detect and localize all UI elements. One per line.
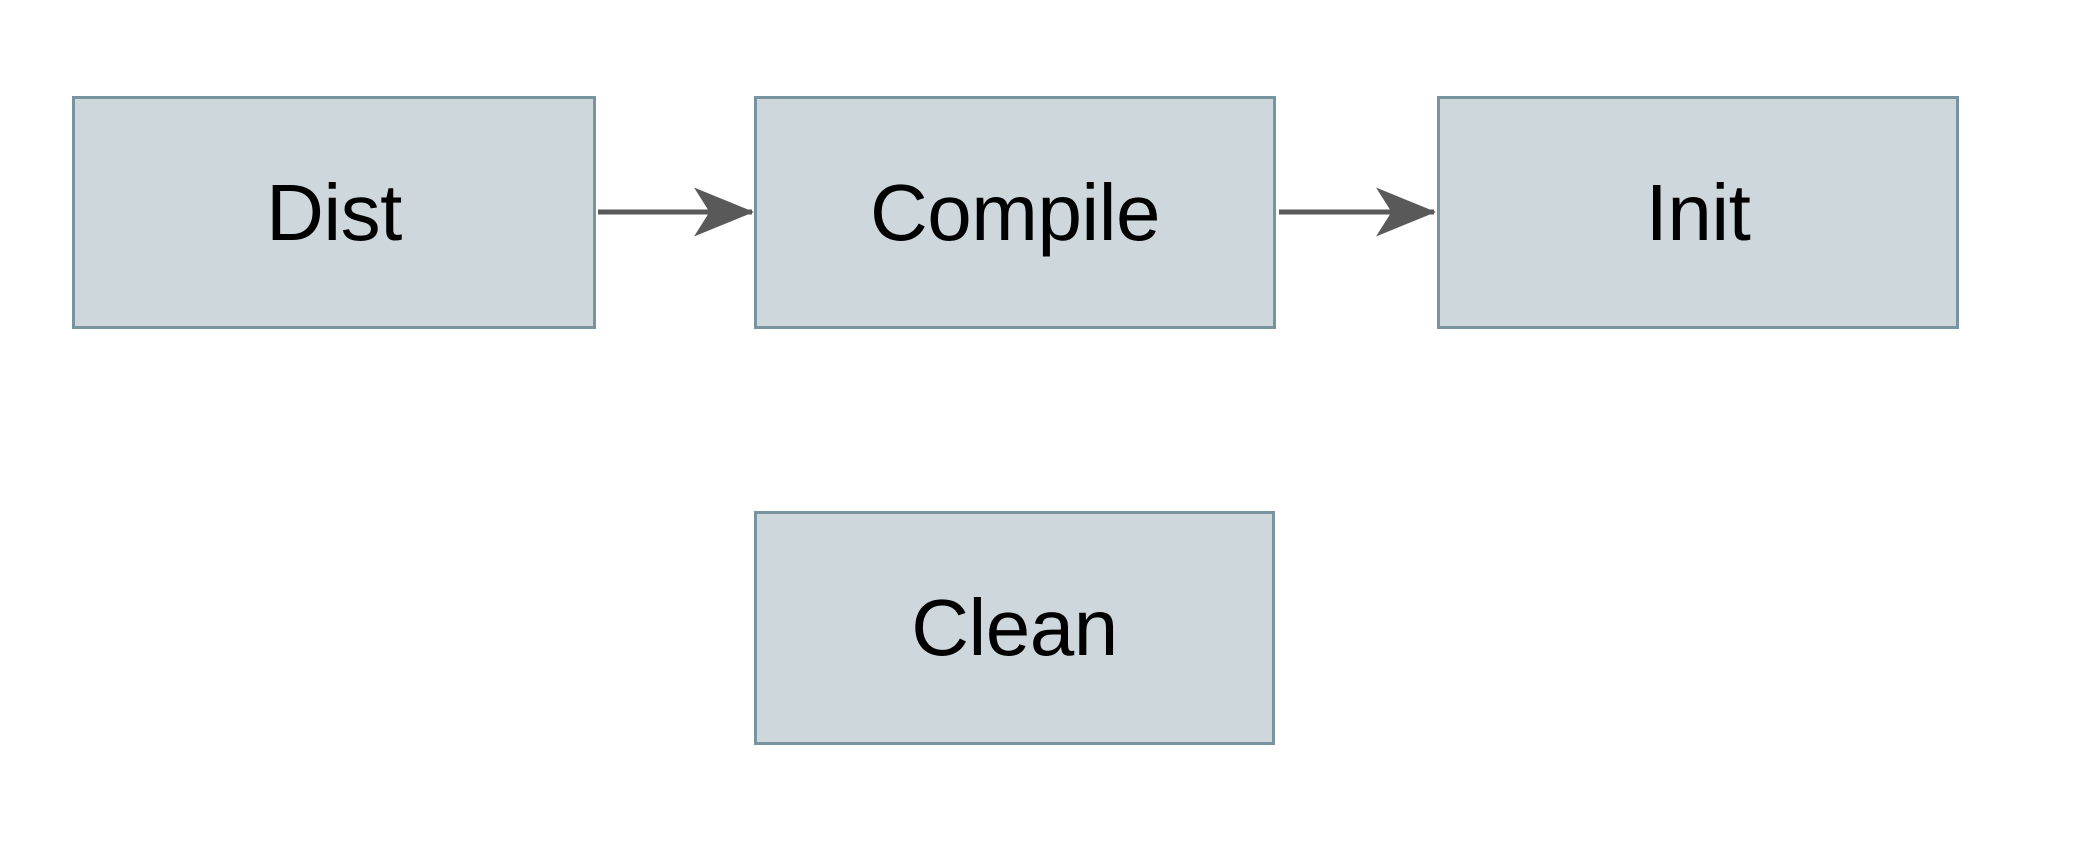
node-clean-label: Clean	[911, 583, 1118, 672]
node-dist-label: Dist	[266, 167, 402, 257]
node-clean[interactable]: Clean	[754, 511, 1275, 745]
node-init-label: Init	[1645, 167, 1751, 257]
node-compile-label: Compile	[870, 167, 1160, 257]
node-compile[interactable]: Compile	[754, 96, 1276, 329]
node-init[interactable]: Init	[1437, 96, 1959, 329]
node-dist[interactable]: Dist	[72, 96, 596, 329]
